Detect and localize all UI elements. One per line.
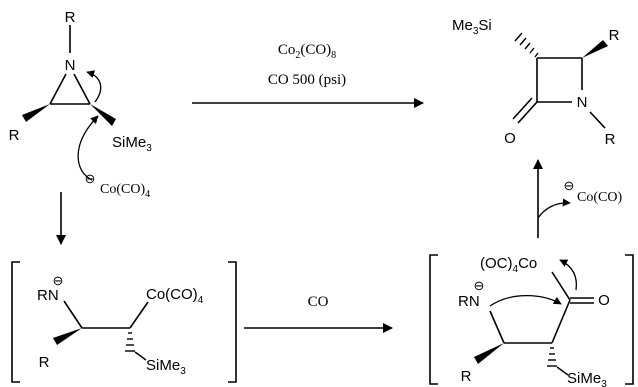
curved-arrow-nucleophile-attack xyxy=(77,115,99,181)
right-int-o-atom: O xyxy=(598,292,610,309)
carbonyl-bond-1 xyxy=(517,101,538,124)
bracket-right xyxy=(228,261,237,383)
nucleophile-minus: ⊖ xyxy=(85,171,96,186)
bond-n-r-product xyxy=(589,111,606,129)
hashed-bond-c-si xyxy=(547,347,557,367)
aziridine-n-atom: N xyxy=(65,57,76,74)
aziridine-r-on-c: R xyxy=(9,127,20,144)
curved-arrow-leaving-group xyxy=(537,198,571,219)
hashed-bond-to-si xyxy=(514,32,539,58)
bond-n-c xyxy=(63,300,83,329)
bracket-left xyxy=(11,261,20,383)
aziridine-sime3-label: SiMe3 xyxy=(112,134,152,154)
right-int-sime3: SiMe3 xyxy=(567,370,607,387)
bond-n-c xyxy=(489,310,505,344)
leaving-group-minus: ⊖ xyxy=(564,178,575,193)
carbonyl-bond-2 xyxy=(512,97,533,120)
bond-n-c2 xyxy=(73,73,91,105)
product-n-atom: N xyxy=(577,94,588,111)
leaving-group-co-co: Co(CO) xyxy=(577,190,622,205)
left-intermediate-bonds xyxy=(63,300,149,329)
product-o-atom: O xyxy=(504,130,516,147)
reagent-dicobalt-octacarbonyl: Co2(CO)8 xyxy=(278,42,336,61)
bond-c-si-tail xyxy=(134,351,147,361)
wedge-bond-c-r xyxy=(474,343,504,364)
wedge-bond-c-r xyxy=(53,328,82,345)
bond-c-c-acyl xyxy=(551,299,571,344)
wedge-bond-to-r xyxy=(582,40,608,58)
left-int-sime3: SiMe3 xyxy=(146,357,186,377)
aziridine-r-on-n: R xyxy=(65,9,76,26)
curved-arrow-bond-to-n xyxy=(86,70,102,103)
right-int-oc4co: (OC)4Co xyxy=(480,255,537,275)
product-r-top: R xyxy=(609,27,620,44)
aziridine xyxy=(49,25,91,105)
hashed-bond-c-si xyxy=(125,332,135,352)
left-int-rn-label: RN xyxy=(37,287,59,304)
product-r-on-n: R xyxy=(605,131,616,148)
bond-c-si-tail xyxy=(556,366,569,376)
middle-reagent-co: CO xyxy=(308,294,329,310)
bond-c-co xyxy=(129,301,149,329)
bond-co-c xyxy=(551,271,571,301)
curved-arrow-co-departure xyxy=(559,259,578,291)
right-int-r-label: R xyxy=(461,368,472,385)
right-intermediate-bonds xyxy=(489,271,594,344)
curved-arrow-n-attack xyxy=(489,295,562,307)
right-int-rn-label: RN xyxy=(458,293,480,310)
bond-n-c1 xyxy=(49,73,67,105)
bracket-left xyxy=(429,254,438,385)
bracket-right xyxy=(625,254,634,385)
left-int-n-minus: ⊖ xyxy=(53,273,64,288)
wedge-bond-c2-si xyxy=(90,104,116,126)
reagent-co-pressure: CO 500 (psi) xyxy=(268,72,346,88)
product-me3si-label: Me3Si xyxy=(452,17,492,37)
right-intermediate-brackets xyxy=(429,254,634,385)
left-int-r-label: R xyxy=(39,354,50,371)
nucleophile-co-co4: Co(CO)4 xyxy=(100,182,150,200)
wedge-bond-c1-r xyxy=(22,104,50,122)
beta-lactam-ring xyxy=(512,57,606,129)
right-int-n-minus: ⊖ xyxy=(474,278,485,293)
left-intermediate-brackets xyxy=(11,261,237,383)
left-int-co-co4: Co(CO)4 xyxy=(146,286,204,306)
